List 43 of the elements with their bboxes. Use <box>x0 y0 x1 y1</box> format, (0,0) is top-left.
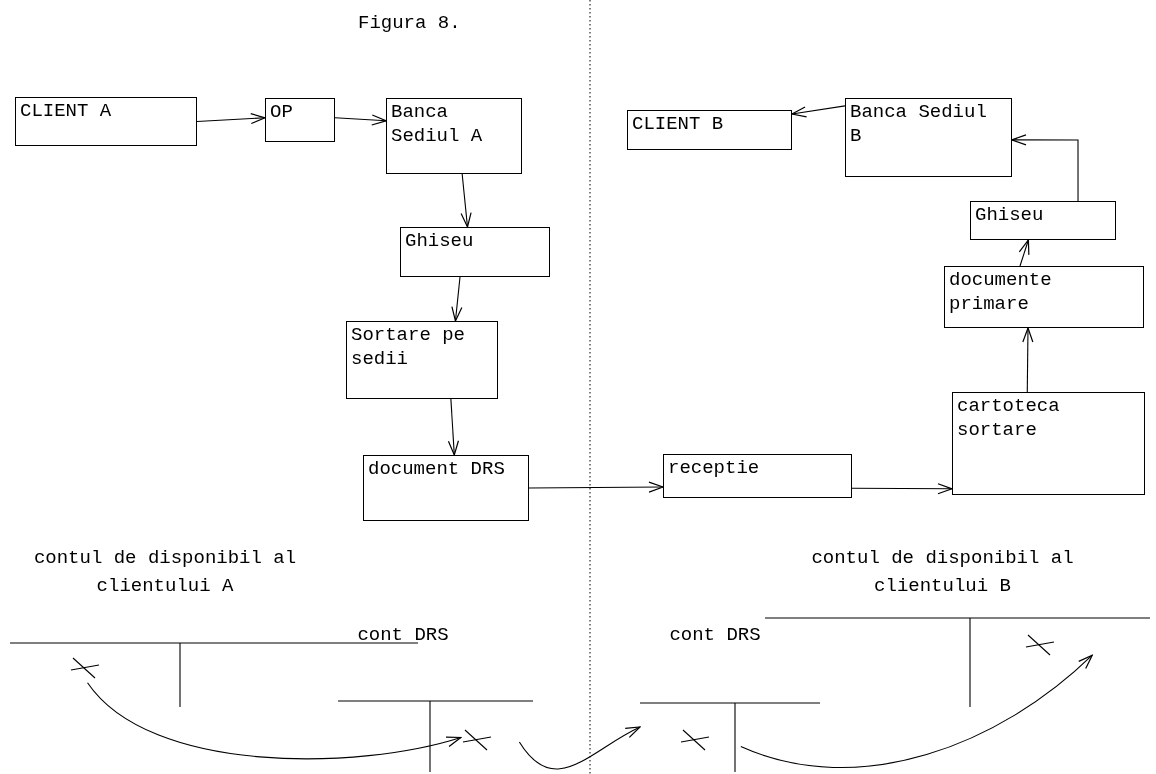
box-label: OP <box>270 101 293 123</box>
process-box <box>346 321 498 399</box>
process-box <box>627 110 792 150</box>
account-title: contul de disponibil al clientului A <box>32 546 298 599</box>
account-title: cont DRS <box>668 623 762 648</box>
process-box <box>265 98 335 142</box>
process-box <box>15 97 197 146</box>
figure-title: Figura 8. <box>358 12 461 34</box>
box-label: Ghiseu <box>405 230 474 252</box>
process-box <box>386 98 522 174</box>
process-box <box>663 454 852 498</box>
arrow <box>196 112 266 125</box>
box-label: Banca Sediul A <box>391 101 483 147</box>
box-label: cartoteca sortare <box>957 395 1060 441</box>
arrow <box>740 654 1093 768</box>
box-label: Sortare pe sedii <box>351 324 466 370</box>
arrow <box>791 105 846 118</box>
box-label: documente primare <box>949 269 1052 315</box>
box-label: CLIENT A <box>20 100 112 122</box>
arrow <box>334 114 387 126</box>
arrow <box>86 682 462 760</box>
arrow <box>1011 134 1079 202</box>
process-box <box>400 227 550 277</box>
arrow <box>447 398 460 456</box>
arrow <box>851 483 953 495</box>
arrow <box>1022 327 1034 393</box>
arrow <box>518 726 641 770</box>
box-label: receptie <box>668 457 760 479</box>
arrow <box>528 481 664 493</box>
box-label: Ghiseu <box>975 204 1044 226</box>
arrow <box>1018 239 1030 267</box>
process-box <box>944 266 1144 328</box>
process-box <box>952 392 1145 495</box>
box-label: document DRS <box>368 458 505 480</box>
box-label: Banca Sediul B <box>850 101 987 147</box>
account-title: contul de disponibil al clientului B <box>810 546 1075 599</box>
arrow <box>460 173 472 228</box>
arrow <box>451 276 463 322</box>
account-title: cont DRS <box>356 623 450 648</box>
process-box <box>970 201 1116 240</box>
process-box <box>363 455 529 521</box>
process-box <box>845 98 1012 177</box>
box-label: CLIENT B <box>632 113 724 135</box>
